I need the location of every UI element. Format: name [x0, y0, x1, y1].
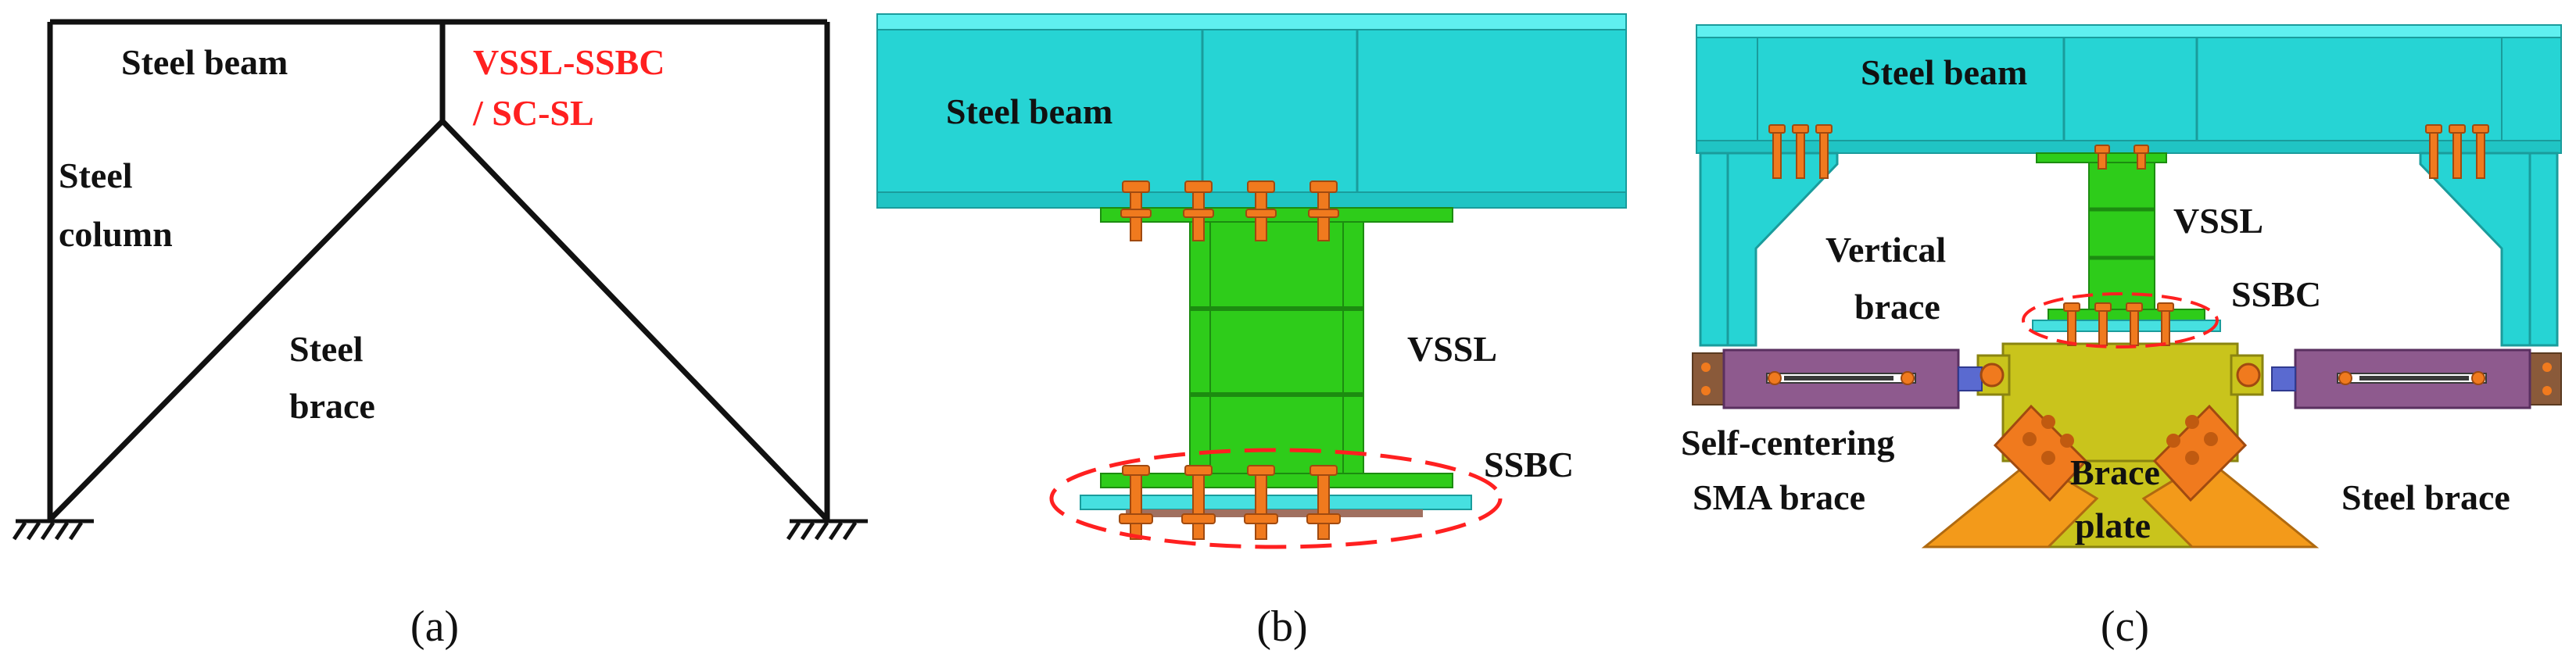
steel-beam-label-b: Steel beam: [946, 91, 1112, 131]
beam-bolts-left-c: [1768, 124, 1833, 179]
pin-right-c: [2236, 363, 2261, 388]
vertical-brace-label-line2: brace: [1854, 287, 1940, 327]
sc-sl-label: / SC-SL: [472, 93, 594, 133]
vssl-label-b: VSSL: [1407, 329, 1497, 369]
right-support-icon: [786, 519, 868, 541]
sc-sma-label-line1: Self-centering: [1681, 423, 1894, 463]
steel-column-label-line1: Steel: [59, 155, 133, 195]
sma-brace-left-c: [1692, 348, 1983, 409]
vssl-label-c: VSSL: [2173, 201, 2263, 241]
bottom-bolts-b: [1119, 465, 1341, 540]
steel-beam-label-c: Steel beam: [1861, 52, 2027, 92]
vertical-brace-right-c: [2419, 152, 2559, 347]
panel-b: Steel beam VSSL SSBC (b): [876, 13, 1627, 651]
right-brace-line: [440, 119, 829, 522]
bottom-end-plate-b: [1100, 473, 1453, 488]
panel-c: Steel beam VSSL Vertical brace SSBC Self…: [1681, 24, 2562, 651]
steel-beam-label: Steel beam: [121, 42, 288, 82]
caption-b: (b): [1256, 602, 1307, 651]
caption-a: (a): [410, 602, 459, 651]
brace-plate-label-line1: Brace: [2070, 452, 2160, 492]
steel-brace-label-c: Steel brace: [2341, 477, 2510, 517]
steel-brace-left-c: [1921, 404, 2099, 548]
steel-beam-c: [1696, 24, 2562, 154]
vssl-link-b: [1189, 221, 1364, 474]
ssbc-label-b: SSBC: [1484, 445, 1574, 484]
left-brace-line: [48, 119, 445, 522]
base-plate-c: [2032, 320, 2221, 332]
top-bolts-b: [1120, 180, 1339, 241]
ssbc-highlight-c: [2022, 292, 2219, 348]
vertical-brace-left-c: [1699, 152, 1839, 347]
frame-a: [47, 19, 830, 522]
beam-bolts-right-c: [2425, 124, 2489, 179]
sc-sma-label-line2: SMA brace: [1693, 477, 1865, 517]
top-bolts-c: [2094, 145, 2149, 170]
steel-brace-right-c: [2141, 404, 2320, 548]
left-support-icon: [12, 519, 94, 541]
brace-plate-label-line2: plate: [2075, 506, 2151, 545]
ssbc-highlight-b: [1049, 448, 1503, 549]
sma-brace-right-c: [2271, 348, 2562, 409]
caption-c: (c): [2101, 602, 2149, 651]
panel-a: Steel beam Steel column Steel brace VSSL…: [12, 19, 868, 651]
vssl-ssbc-label: VSSL-SSBC: [473, 42, 665, 82]
steel-column-label-line2: column: [59, 214, 173, 254]
vertical-brace-label-line1: Vertical: [1825, 230, 1946, 270]
ssbc-label-c: SSBC: [2231, 274, 2321, 314]
steel-brace-label-line2: brace: [289, 386, 375, 426]
pin-left-c: [1979, 363, 2005, 388]
steel-beam-b: [876, 13, 1627, 209]
vssl-link-c: [2088, 162, 2155, 310]
steel-brace-label-line1: Steel: [289, 329, 364, 369]
